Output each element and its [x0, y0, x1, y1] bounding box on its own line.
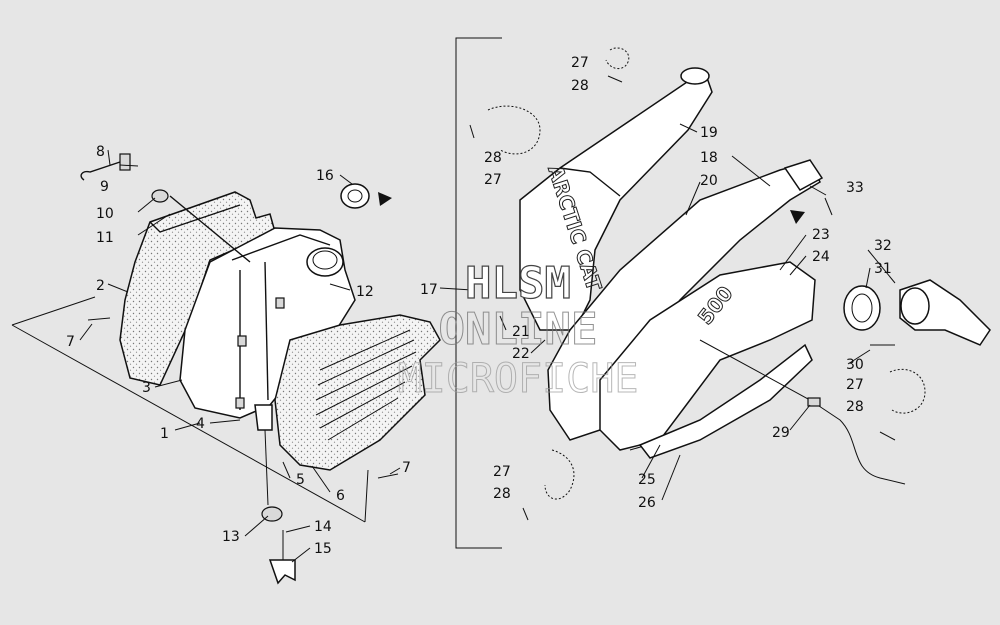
silencer-seam	[559, 167, 621, 197]
muffler-drain-outlet	[254, 404, 273, 431]
assembly-bracket	[11, 296, 369, 523]
body-tab-1	[237, 335, 247, 347]
ring-clamp-top	[605, 47, 630, 69]
direction-arrow-right	[790, 210, 805, 224]
assembly-bracket-17	[455, 37, 502, 549]
callout-27-bottom: 27	[493, 464, 511, 480]
callout-27-left: 27	[484, 172, 502, 188]
muffler-assembly	[11, 153, 441, 585]
ring-clamp-right	[889, 368, 926, 414]
callout-19: 19	[700, 125, 718, 141]
mount-bracket	[268, 559, 296, 585]
heat-shield-front	[274, 314, 441, 471]
callout-12: 12	[356, 284, 374, 300]
manifold-port	[900, 287, 930, 325]
callout-14: 14	[314, 519, 332, 535]
sensor-probe	[807, 397, 821, 407]
pipe-wrap-25	[638, 343, 813, 459]
watermark-line1: HLSM	[465, 258, 571, 309]
body-tab-2	[235, 397, 245, 409]
callout-18: 18	[700, 150, 718, 166]
silencer-tip	[680, 67, 710, 85]
callout-25: 25	[638, 472, 656, 488]
callout-28-bottom: 28	[493, 486, 511, 502]
callout-21: 21	[512, 324, 530, 340]
callout-5: 5	[296, 472, 305, 488]
callout-22: 22	[512, 346, 530, 362]
callout-28-left: 28	[484, 150, 502, 166]
callout-15: 15	[314, 541, 332, 557]
callout-23: 23	[812, 227, 830, 243]
exhaust-coupler	[843, 285, 881, 331]
chamber-inlet	[783, 159, 824, 191]
pipe-heat-shield	[599, 261, 816, 451]
callout-17: 17	[420, 282, 438, 298]
callout-3: 3	[142, 380, 151, 396]
watermark: HLSM ONLINE MICROFICHE	[397, 257, 639, 402]
callout-10: 10	[96, 206, 114, 222]
callout-9: 9	[100, 179, 109, 195]
clamp-spring-right	[879, 431, 896, 441]
callout-2: 2	[96, 278, 105, 294]
grommet	[340, 183, 370, 209]
exhaust-sensor-cable	[699, 339, 906, 485]
callout-11: 11	[96, 230, 114, 246]
watermark-line3: MICROFICHE	[398, 356, 639, 402]
spring-33	[824, 197, 833, 216]
clamp-spring-left	[469, 124, 475, 139]
cotter-pin	[80, 161, 121, 181]
muffler-cap	[306, 247, 344, 277]
spring-7b	[377, 473, 399, 479]
callout-7b: 7	[402, 460, 411, 476]
pin-bolt	[119, 153, 131, 171]
callout-29: 29	[772, 425, 790, 441]
callout-7a: 7	[66, 334, 75, 350]
muffler-cap-inner	[312, 250, 338, 270]
callout-32: 32	[874, 238, 892, 254]
callout-13: 13	[222, 529, 240, 545]
callout-28-top: 28	[571, 78, 589, 94]
ring-clamp-bottom	[544, 449, 575, 500]
ring-clamp-left	[487, 105, 541, 155]
callout-27-top: 27	[571, 55, 589, 71]
callout-8: 8	[96, 144, 105, 160]
callout-27-right: 27	[846, 377, 864, 393]
spring-7a	[87, 317, 111, 321]
callout-16: 16	[316, 168, 334, 184]
clamp-spring-top	[607, 75, 623, 83]
grommet-hole	[347, 189, 363, 203]
muffler-body-top-edge	[231, 234, 331, 261]
leader-lines	[79, 123, 896, 563]
clamp-washer	[151, 189, 169, 203]
exhaust-pipe-assembly: ARCTIC CAT 500	[455, 37, 991, 549]
watermark-line2: ONLINE	[439, 304, 598, 355]
callout-4: 4	[196, 416, 205, 432]
callout-1: 1	[160, 426, 169, 442]
body-tab-3	[275, 297, 285, 309]
direction-arrow-left	[378, 192, 392, 206]
mounting-rod	[169, 195, 251, 263]
callout-26: 26	[638, 495, 656, 511]
callout-31: 31	[874, 261, 892, 277]
callout-numbers: 8 9 10 11 2 7 3 4 1 5 6 7 12 16 13 14 15…	[66, 55, 892, 557]
callout-24: 24	[812, 249, 830, 265]
callout-20: 20	[700, 173, 718, 189]
muffler-body-rib	[264, 261, 269, 401]
callout-33: 33	[846, 180, 864, 196]
clamp-spring-bottom	[522, 507, 529, 521]
callout-30: 30	[846, 357, 864, 373]
mount-rod	[264, 429, 269, 506]
heat-shield-front-ribs	[315, 329, 417, 441]
exhaust-coupler-inner	[851, 293, 873, 323]
callout-28-right: 28	[846, 399, 864, 415]
callout-6: 6	[336, 488, 345, 504]
